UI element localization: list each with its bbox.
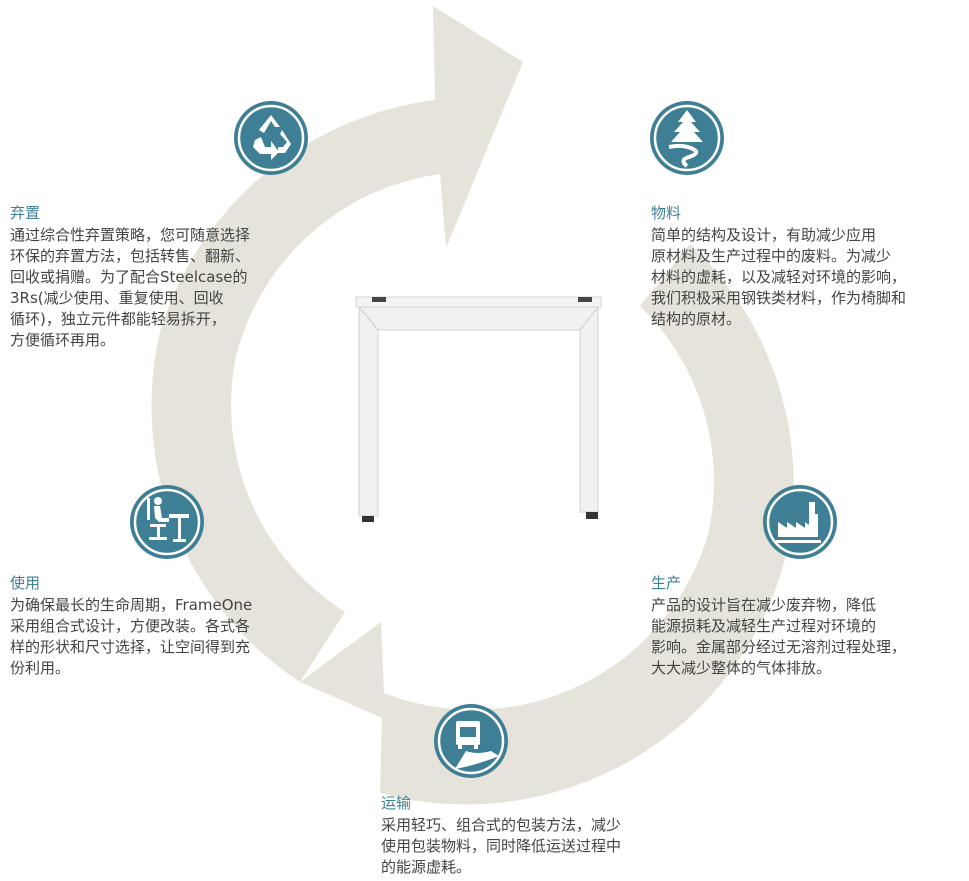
disposal-title: 弃置 [10, 204, 41, 222]
stage-material: 物料 简单的结构及设计，有助减少应用 原材料及生产过程中的废料。为减少 材料的虚… [651, 203, 966, 330]
production-title: 生产 [651, 574, 682, 592]
tree-icon [650, 101, 724, 175]
table-image [355, 296, 602, 522]
production-line: 能源损耗及减轻生产过程对环境的 [651, 617, 877, 635]
disposal-description: 通过综合性弃置策略，您可随意选择 环保的弃置方法，包括转售、翻新、 回收或捐赠。… [10, 225, 320, 351]
usage-line: 为确保最长的生命周期，FrameOne [10, 596, 253, 614]
factory-icon [763, 485, 837, 559]
disposal-line: 方便循环再用。 [10, 331, 116, 349]
transport-description: 采用轻巧、组合式的包装方法，减少 使用包装物料，同时降低运送过程中 的能源虚耗。 [381, 815, 681, 878]
material-title: 物料 [651, 204, 682, 222]
transport-line: 使用包装物料，同时降低运送过程中 [381, 837, 622, 855]
person-at-desk-icon [130, 485, 204, 559]
stage-production: 生产 产品的设计旨在减少废弃物，降低 能源损耗及减轻生产过程对环境的 影响。金属… [651, 573, 966, 679]
usage-line: 采用组合式设计，方便改装。各式各 [10, 617, 251, 635]
recycle-icon [234, 101, 308, 175]
material-description: 简单的结构及设计，有助减少应用 原材料及生产过程中的废料。为减少 材料的虚耗，以… [651, 225, 966, 330]
disposal-line: 环保的弃置方法，包括转售、翻新、 [10, 247, 251, 265]
stage-disposal: 弃置 通过综合性弃置策略，您可随意选择 环保的弃置方法，包括转售、翻新、 回收或… [10, 203, 320, 351]
production-description: 产品的设计旨在减少废弃物，降低 能源损耗及减轻生产过程对环境的 影响。金属部分经… [651, 595, 966, 679]
transport-line: 采用轻巧、组合式的包装方法，减少 [381, 816, 622, 834]
usage-line: 份利用。 [10, 659, 71, 677]
cycle-arrow-bottom [300, 535, 786, 805]
material-line: 结构的原材。 [651, 310, 742, 328]
material-line: 原材料及生产过程中的废料。为减少 [651, 247, 892, 265]
material-line: 简单的结构及设计，有助减少应用 [651, 226, 877, 244]
cycle-segment-left [151, 332, 345, 682]
usage-line: 样的形状和尺寸选择，让空间得到充 [10, 638, 251, 656]
usage-description: 为确保最长的生命周期，FrameOne 采用组合式设计，方便改装。各式各 样的形… [10, 595, 320, 679]
material-line: 我们积极采用钢铁类材料，作为椅脚和 [651, 289, 907, 307]
production-line: 大大减少整体的气体排放。 [651, 659, 832, 677]
disposal-line: 通过综合性弃置策略，您可随意选择 [10, 226, 251, 244]
transport-line: 的能源虚耗。 [381, 858, 472, 876]
disposal-line: 回收或捐赠。为了配合Steelcase的 [10, 268, 248, 286]
truck-icon [434, 704, 508, 778]
production-line: 影响。金属部分经过无溶剂过程处理， [651, 638, 907, 656]
disposal-line: 循环)，独立元件都能轻易拆开， [10, 310, 226, 328]
transport-title: 运输 [381, 794, 412, 812]
material-line: 材料的虚耗，以及减轻对环境的影响， [651, 268, 907, 286]
cycle-segment-right [640, 244, 794, 555]
production-line: 产品的设计旨在减少废弃物，降低 [651, 596, 877, 614]
stage-usage: 使用 为确保最长的生命周期，FrameOne 采用组合式设计，方便改装。各式各 … [10, 573, 320, 679]
usage-title: 使用 [10, 574, 41, 592]
cycle-arrow-top [160, 6, 523, 356]
stage-transport: 运输 采用轻巧、组合式的包装方法，减少 使用包装物料，同时降低运送过程中 的能源… [381, 793, 681, 878]
disposal-line: 3Rs(减少使用、重复使用、回收 [10, 289, 224, 307]
